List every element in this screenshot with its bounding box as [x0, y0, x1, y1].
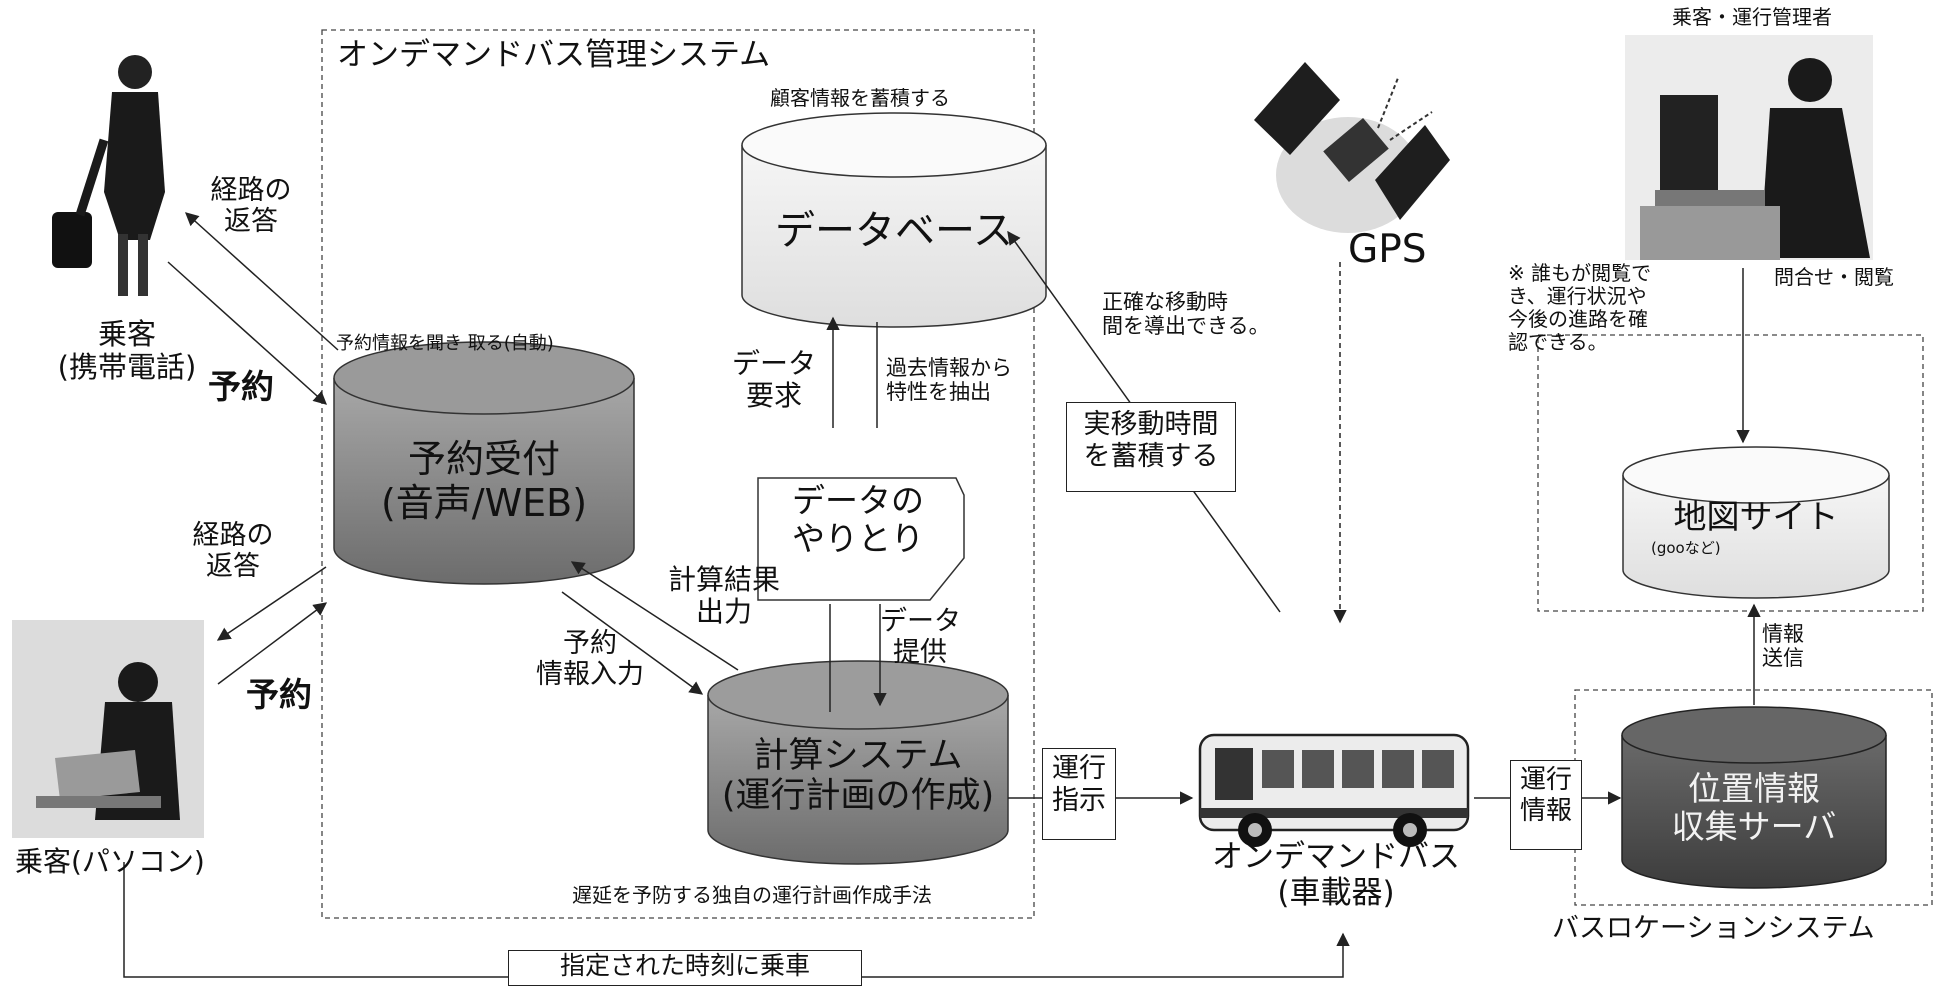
anyone-browse-note: ※ 誰もが閲覧で き、運行状況や 今後の進路を確 認できる。 [1508, 262, 1651, 354]
extract-line1: 過去情報から [886, 356, 1012, 380]
arrow-reply-phone [184, 212, 339, 351]
viewer-figure [1625, 35, 1873, 260]
reserve-input-line1: 予約 [563, 628, 617, 659]
gps-satellite-icon [1254, 62, 1450, 233]
reserve-input-label: 予約 情報入力 [532, 628, 648, 690]
anyone-browse-line2: き、運行状況や [1508, 284, 1647, 308]
actual-time-line2: を蓄積する [1083, 441, 1219, 473]
inquiry-label: 問合せ・閲覧 [1774, 265, 1894, 289]
passenger-phone-label-line2: (携帯電話) [57, 350, 197, 385]
arrow-reserve-phone [167, 261, 328, 405]
calc-system-cylinder [707, 660, 1009, 865]
auto-capture-label: 予約情報を聞き 取る(自動) [336, 333, 554, 354]
map-site-region [1537, 334, 1924, 612]
route-reply-phone: 経路の 返答 [200, 175, 302, 237]
route-reply-phone-line1: 経路の [210, 175, 292, 206]
extract-line2: 特性を抽出 [886, 380, 991, 405]
precise-time-line2: 間を導出できる。 [1102, 314, 1270, 339]
arrow-calc-result [570, 561, 739, 671]
data-request-line1: データ [731, 347, 816, 380]
management-system-region [321, 29, 1035, 919]
passenger-phone-label: 乗客 (携帯電話) [22, 317, 232, 385]
calc-result-label: 計算結果 出力 [664, 563, 784, 629]
data-exchange-line1: データの [792, 481, 924, 520]
info-send-label: 情報 送信 [1762, 622, 1804, 670]
data-request-label: データ 要求 [722, 347, 826, 413]
data-exchange-line2: やりとり [792, 518, 924, 558]
reservation-cylinder [333, 341, 635, 585]
actual-time-box: 実移動時間 を蓄積する [1066, 402, 1236, 492]
accumulate-customer-label: 顧客情報を蓄積する [770, 86, 950, 110]
route-reply-pc-line2: 返答 [206, 551, 260, 583]
bus-label-line2: (車載器) [1277, 874, 1395, 911]
data-request-line2: 要求 [745, 379, 802, 413]
route-reply-phone-line2: 返答 [224, 206, 278, 238]
calc-system-line1: 計算システム [753, 736, 963, 776]
calc-system-line2: (運行計画の作成) [721, 776, 995, 817]
location-server-cylinder [1621, 706, 1887, 889]
operation-instruction-line1: 運行 [1052, 753, 1106, 784]
reserve-input-line2: 情報入力 [536, 659, 644, 691]
passenger-phone-figure [52, 55, 165, 296]
original-method-label: 遅延を予防する独自の運行計画作成手法 [572, 883, 932, 907]
info-send-line2: 送信 [1762, 646, 1804, 671]
anyone-browse-line4: 認できる。 [1508, 330, 1608, 354]
reservation-label-line1: 予約受付 [407, 437, 560, 481]
board-time-box: 指定された時刻に乗車 [508, 950, 862, 986]
precise-time-line1: 正確な移動時 [1102, 290, 1228, 314]
precise-time-label: 正確な移動時 間を導出できる。 [1102, 290, 1270, 338]
location-server-line1: 位置情報 [1688, 769, 1820, 808]
reserve-label-phone: 予約 [208, 367, 274, 406]
bus-label-line1: オンデマンドバス [1212, 839, 1460, 875]
passenger-pc-figure [12, 620, 204, 838]
location-server-line2: 収集サーバ [1671, 806, 1837, 846]
reservation-label: 予約受付 (音声/WEB) [334, 437, 634, 525]
route-reply-pc: 経路の 返答 [182, 520, 284, 582]
anyone-browse-line3: 今後の進路を確 [1508, 307, 1648, 331]
system-title: オンデマンドバス管理システム [337, 37, 771, 73]
board-time-label: 指定された時刻に乗車 [559, 951, 810, 980]
anyone-browse-line1: ※ 誰もが閲覧で [1508, 261, 1652, 285]
info-send-line1: 情報 [1762, 622, 1804, 646]
operation-info-box: 運行 情報 [1510, 760, 1582, 850]
reservation-label-line2: (音声/WEB) [380, 480, 588, 525]
operation-instruction-line2: 指示 [1052, 785, 1106, 817]
gps-label: GPS [1348, 227, 1427, 272]
data-provide-line1: データ [880, 606, 961, 637]
arrow-reserve-pc [217, 602, 328, 685]
operation-info-line1: 運行 [1519, 765, 1572, 795]
calc-result-line2: 出力 [695, 595, 752, 629]
operation-instruction-box: 運行 指示 [1042, 748, 1116, 840]
passenger-pc-label: 乗客(パソコン) [15, 845, 205, 878]
reserve-label-pc: 予約 [246, 675, 312, 714]
data-exchange-label: データの やりとり [758, 482, 958, 558]
bus-label: オンデマンドバス (車載器) [1196, 839, 1476, 911]
data-provide-line2: 提供 [893, 637, 947, 669]
viewer-label: 乗客・運行管理者 [1672, 5, 1832, 29]
map-site-cylinder [1622, 446, 1890, 599]
actual-time-line1: 実移動時間 [1083, 409, 1219, 440]
calc-result-line1: 計算結果 [667, 563, 780, 596]
map-site-label: 地図サイト [1673, 497, 1839, 536]
bus-icon [1198, 733, 1470, 847]
database-label: データベース [775, 208, 1013, 254]
bus-location-system-label: バスロケーションシステム [1552, 913, 1875, 944]
arrow-reserve-input [561, 591, 704, 695]
database-cylinder [741, 112, 1047, 328]
operation-info-line2: 情報 [1519, 796, 1572, 827]
calc-system-label: 計算システム (運行計画の作成) [708, 736, 1008, 817]
route-reply-pc-line1: 経路の [192, 520, 274, 551]
data-provide-label: データ 提供 [880, 606, 961, 669]
location-server-label: 位置情報 収集サーバ [1622, 770, 1886, 846]
data-exchange-bubble [757, 477, 965, 601]
arrow-reply-pc [216, 566, 327, 641]
extract-label: 過去情報から 特性を抽出 [886, 356, 1012, 404]
map-site-sub-label: (gooなど) [1651, 539, 1721, 557]
passenger-phone-label-line1: 乗客 [97, 317, 156, 351]
